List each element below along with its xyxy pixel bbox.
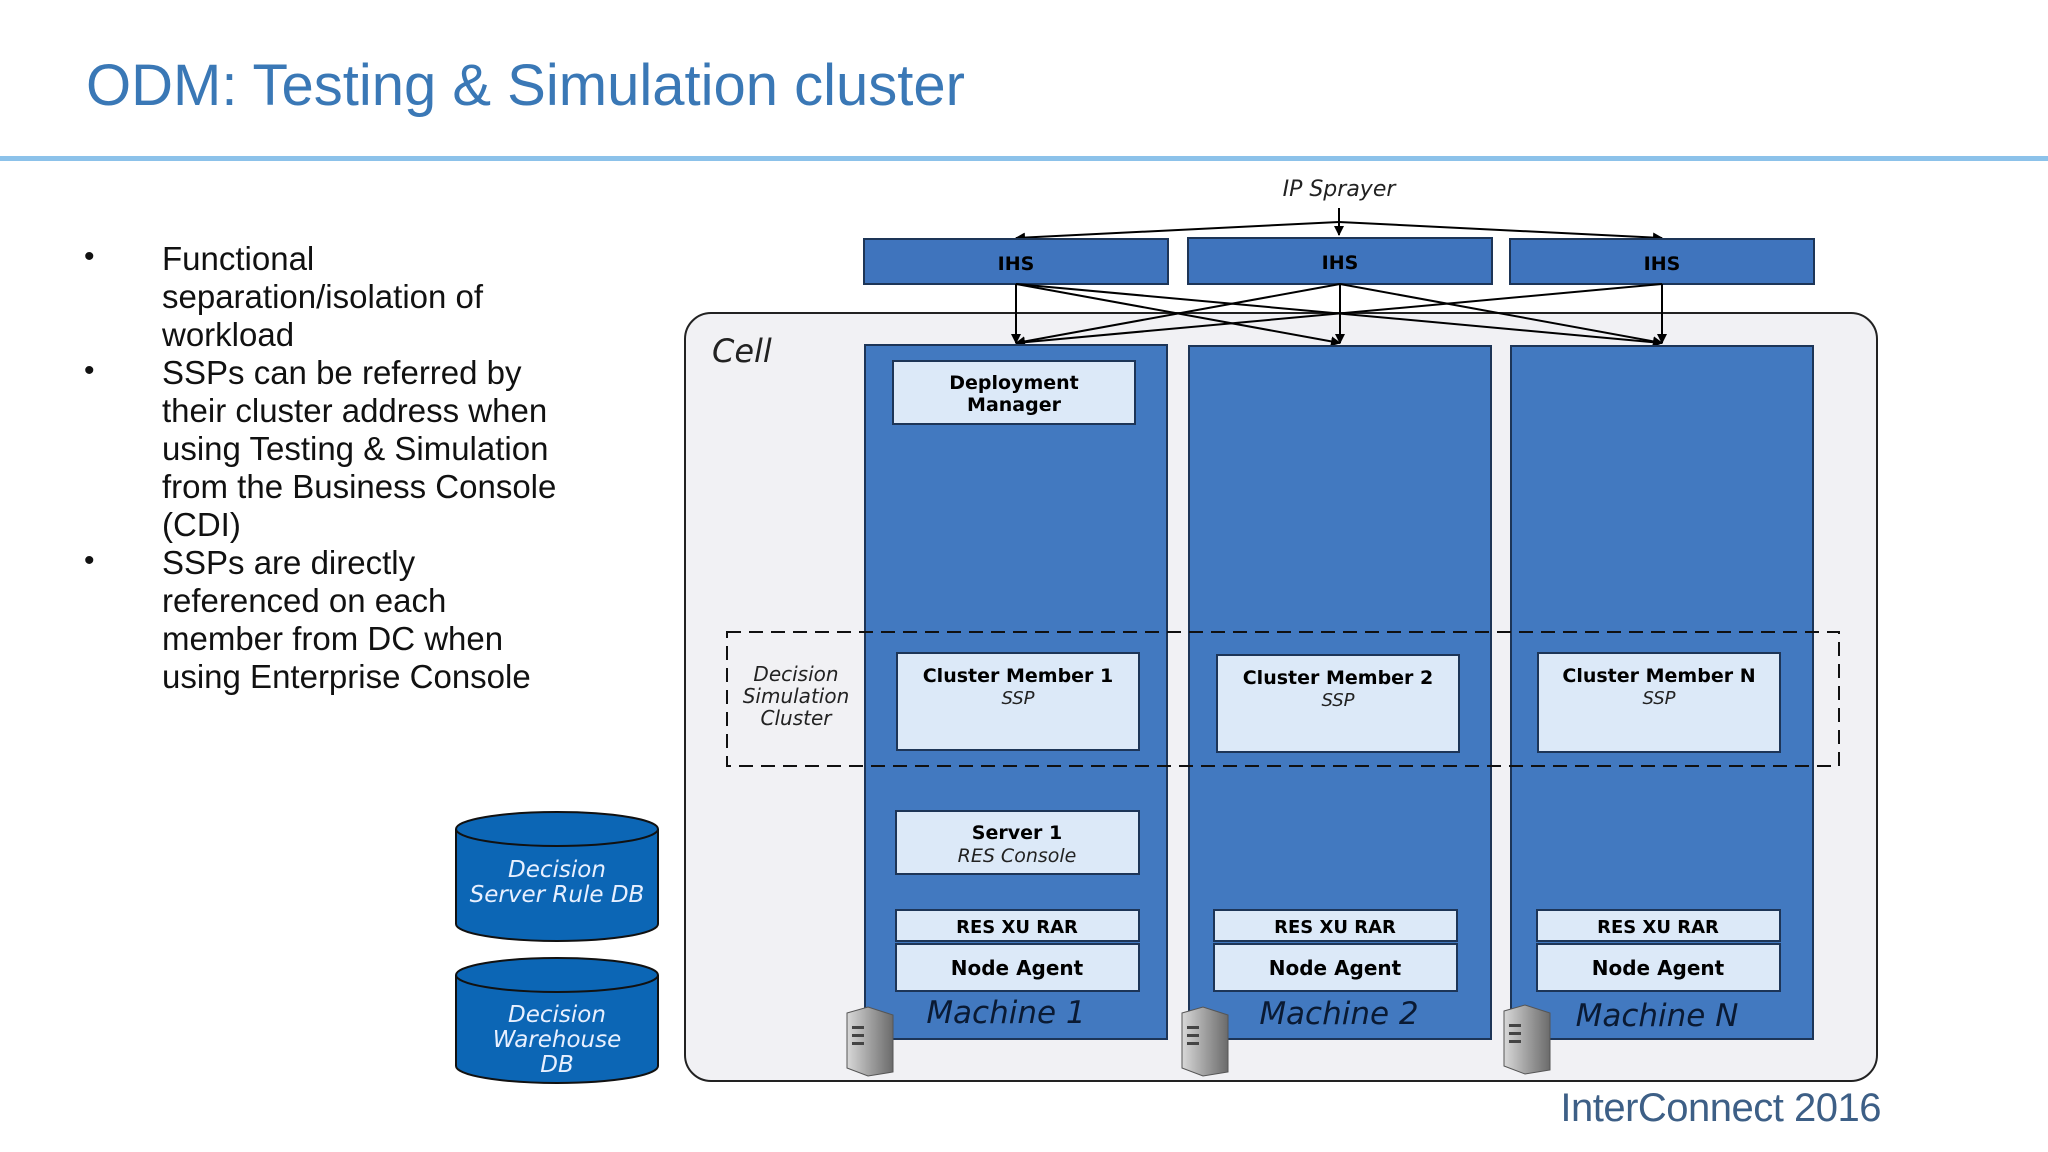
db-label: Server Rule DB — [470, 882, 645, 908]
db-label: DB — [540, 1052, 574, 1078]
ihs-box-3 — [1509, 238, 1815, 285]
bullet-item: • Functional separation/isolation of work… — [84, 240, 564, 354]
res-xu-rar-box — [1536, 909, 1781, 942]
node-agent-label: Node Agent — [1269, 956, 1402, 980]
decision-warehouse-db: Decision Warehouse DB — [455, 957, 659, 1084]
bullet-item: • SSPs are directly referenced on each me… — [84, 544, 564, 696]
ihs-box-1 — [863, 238, 1169, 285]
deployment-manager-label: Deployment — [949, 372, 1079, 394]
ihs-routing-arrows — [1011, 283, 1667, 348]
simulation-cluster-boundary — [726, 631, 1840, 767]
server-1-box — [895, 810, 1140, 875]
slide-title: ODM: Testing & Simulation cluster — [86, 53, 965, 118]
bullet-item: • SSPs can be referred by their cluster a… — [84, 354, 564, 544]
ip-sprayer-label: IP Sprayer — [1283, 177, 1398, 202]
bullet-text: Functional separation/isolation of workl… — [162, 240, 484, 353]
cluster-member-1-box — [896, 652, 1140, 751]
node-agent-box — [895, 943, 1140, 992]
cluster-member-sub: SSP — [1001, 688, 1034, 709]
title-divider — [0, 156, 2048, 161]
sprayer-arrow — [1338, 221, 1663, 243]
bullet-dot: • — [84, 544, 95, 577]
machine-1-label: Machine 1 — [926, 995, 1085, 1031]
ihs-box-2 — [1187, 237, 1493, 285]
cluster-member-sub: SSP — [1321, 690, 1354, 711]
ihs-label: IHS — [998, 253, 1035, 275]
machine-2-label: Machine 2 — [1259, 996, 1418, 1032]
cluster-member-n-box — [1537, 652, 1781, 753]
cluster-member-sub: SSP — [1642, 688, 1675, 709]
server-1-title: Server 1 — [972, 822, 1062, 844]
bullet-text: SSPs can be referred by their cluster ad… — [162, 354, 557, 543]
cluster-label: Simulation — [743, 684, 850, 708]
server-tower-icon — [846, 1006, 894, 1077]
bullet-dot: • — [84, 354, 95, 387]
sprayer-arrow — [1015, 221, 1340, 243]
cluster-member-title: Cluster Member N — [1562, 665, 1755, 687]
deployment-manager-label: Manager — [967, 394, 1062, 416]
cell-label: Cell — [712, 332, 772, 370]
decision-server-rule-db: Decision Server Rule DB — [455, 811, 659, 942]
cluster-label: Cluster — [761, 706, 834, 730]
bullet-list: • Functional separation/isolation of work… — [84, 240, 564, 696]
cluster-label: Decision — [753, 662, 838, 686]
ihs-label: IHS — [1322, 252, 1359, 274]
res-xu-rar-label: RES XU RAR — [1597, 917, 1719, 938]
bullet-dot: • — [84, 240, 95, 273]
ihs-label: IHS — [1644, 253, 1681, 275]
node-agent-box — [1213, 943, 1458, 992]
node-agent-label: Node Agent — [1592, 956, 1725, 980]
bullet-text: SSPs are directly referenced on each mem… — [162, 544, 531, 695]
db-label: Decision — [508, 1002, 606, 1028]
res-xu-rar-label: RES XU RAR — [956, 917, 1078, 938]
res-xu-rar-label: RES XU RAR — [1274, 917, 1396, 938]
res-xu-rar-box — [895, 909, 1140, 942]
db-label: Warehouse — [493, 1027, 622, 1053]
event-footer: InterConnect 2016 — [1560, 1086, 1881, 1130]
db-label: Decision — [508, 857, 606, 883]
cluster-member-title: Cluster Member 1 — [923, 665, 1114, 687]
deployment-manager-box — [892, 360, 1136, 425]
cluster-member-2-box — [1216, 654, 1460, 753]
server-tower-icon — [1503, 1004, 1551, 1075]
node-agent-label: Node Agent — [951, 956, 1084, 980]
server-tower-icon — [1181, 1006, 1229, 1077]
machine-n-label: Machine N — [1576, 998, 1739, 1034]
res-xu-rar-box — [1213, 909, 1458, 942]
node-agent-box — [1536, 943, 1781, 992]
server-1-sub: RES Console — [958, 845, 1077, 867]
cluster-member-title: Cluster Member 2 — [1243, 667, 1434, 689]
